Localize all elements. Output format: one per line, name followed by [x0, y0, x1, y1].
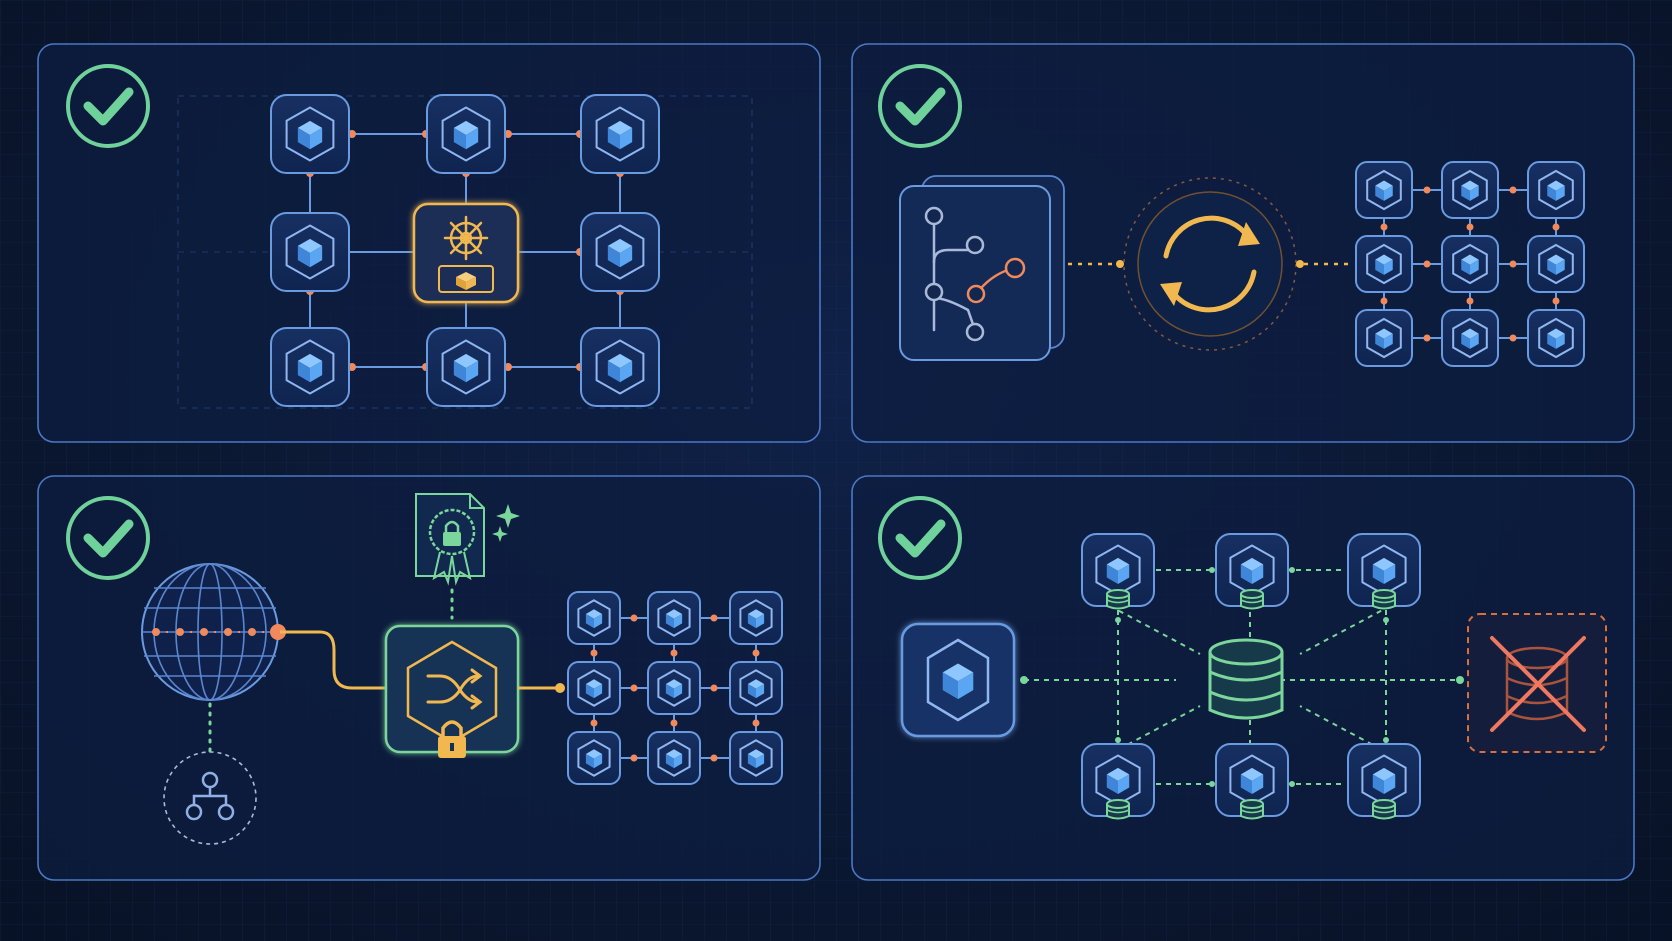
replica-node: [1081, 743, 1155, 820]
cluster-node: [270, 212, 350, 292]
certificate-lock-icon: [415, 493, 485, 586]
cluster-node: [270, 327, 350, 407]
globe-icon: [141, 563, 286, 701]
ingress-cluster-node: [647, 591, 701, 645]
hierarchy-icon: [163, 751, 257, 845]
ingress-cluster-node: [647, 731, 701, 785]
check-circle-icon: [66, 496, 150, 580]
ingress-cluster-node: [567, 731, 621, 785]
replica-node: [1081, 533, 1155, 610]
check-circle-icon: [878, 496, 962, 580]
gitops-cluster-node: [1355, 309, 1413, 367]
gitops-cluster-node: [1441, 309, 1499, 367]
shuffle-gateway-icon: [384, 624, 520, 754]
replication-connector-dots: [1020, 567, 1464, 787]
ingress-cluster-node: [567, 591, 621, 645]
gitops-cluster-node: [1441, 235, 1499, 293]
replica-database-icon: [1106, 589, 1130, 610]
check-circle-icon: [66, 64, 150, 148]
gitops-cluster-node: [1527, 309, 1585, 367]
container-box-icon: [438, 265, 494, 293]
gitops-cluster-node: [1355, 161, 1413, 219]
sync-arrows-icon: [1123, 177, 1297, 351]
check-circle-icon: [878, 64, 962, 148]
replica-node: [1347, 533, 1421, 610]
kubernetes-helm-icon: [443, 215, 489, 261]
replica-node: [1347, 743, 1421, 820]
cluster-node: [270, 94, 350, 174]
sync-to-cluster-connector: [1296, 260, 1350, 268]
replica-database-icon: [1106, 799, 1130, 820]
replication-connectors: [1024, 569, 1460, 785]
ingress-cluster-node: [729, 591, 783, 645]
cluster-node: [580, 327, 660, 407]
gitops-cluster-node: [1441, 161, 1499, 219]
replica-nodes: [1081, 533, 1421, 820]
source-node: [900, 622, 1016, 738]
cluster-node: [580, 212, 660, 292]
ingress-cluster-node: [729, 661, 783, 715]
cluster-node: [580, 94, 660, 174]
repo-to-sync-connector: [1068, 260, 1124, 268]
replica-node: [1215, 743, 1289, 820]
gitops-cluster-grid: [1355, 161, 1585, 367]
gitops-cluster-node: [1355, 235, 1413, 293]
replica-database-icon: [1240, 799, 1264, 820]
replica-database-icon: [1240, 589, 1264, 610]
globe-to-gateway-connector: [280, 630, 386, 690]
ingress-cluster-node: [567, 661, 621, 715]
ingress-cluster-grid: [567, 591, 783, 785]
sparkle-icon: [492, 504, 520, 542]
gateway-to-cluster-connector: [518, 683, 565, 693]
replica-node: [1215, 533, 1289, 610]
padlock-icon: [438, 720, 466, 758]
replica-database-icon: [1372, 589, 1396, 610]
database-icon: [1208, 638, 1284, 720]
replica-database-icon: [1372, 799, 1396, 820]
cluster-node: [426, 94, 506, 174]
git-branch-repo-icon: [899, 175, 1065, 361]
gitops-cluster-node: [1527, 235, 1585, 293]
ingress-cluster-node: [647, 661, 701, 715]
cluster-node: [426, 327, 506, 407]
database-failed-icon: [1467, 613, 1607, 753]
ingress-cluster-node: [729, 731, 783, 785]
gitops-cluster-node: [1527, 161, 1585, 219]
